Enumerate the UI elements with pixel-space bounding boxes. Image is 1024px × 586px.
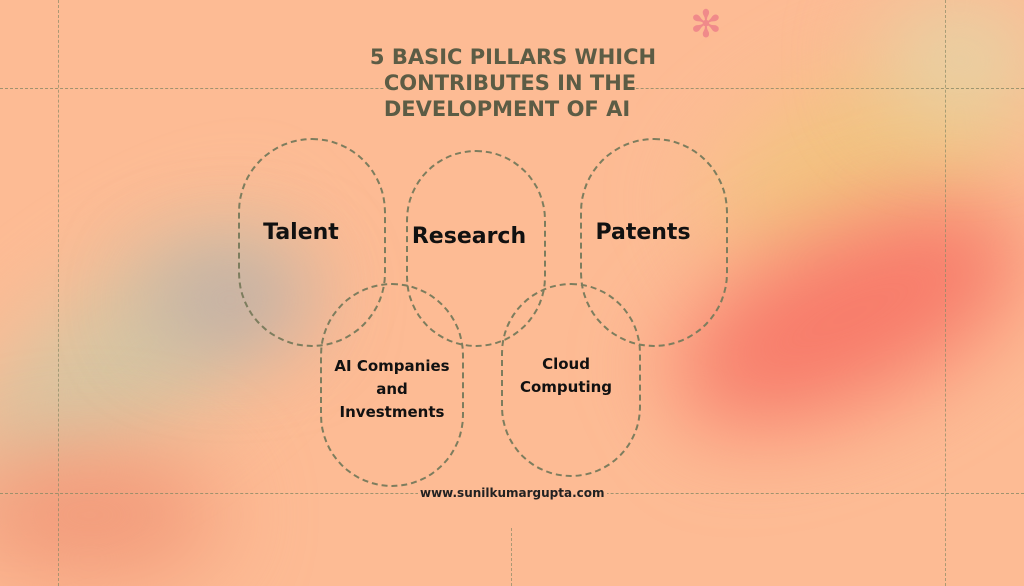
flower-icon: ✻	[690, 2, 722, 46]
pillar-ai-companies-outline	[320, 283, 464, 487]
pillar-research-outline	[406, 150, 546, 347]
bg-blob	[880, 0, 1024, 120]
pillar-talent-label: Talent	[263, 220, 339, 245]
pillar-research-label: Research	[411, 224, 527, 249]
page-title: 5 BASIC PILLARS WHICH CONTRIBUTES IN THE…	[340, 44, 680, 122]
dashed-divider	[945, 0, 946, 586]
pillar-patents-outline	[580, 138, 728, 347]
pillar-ai-companies-label: AI Companies and Investments	[334, 357, 450, 421]
pillar-cloud-outline	[501, 283, 641, 477]
pillar-talent-outline	[238, 138, 386, 347]
bg-blob	[0, 450, 220, 580]
website-link[interactable]: www.sunilkumargupta.com	[418, 486, 607, 500]
dashed-divider	[58, 0, 59, 586]
title-text: 5 BASIC PILLARS WHICH CONTRIBUTES IN THE…	[363, 45, 657, 121]
pillar-patents-label: Patents	[595, 220, 691, 245]
dashed-divider	[511, 528, 512, 586]
pillar-cloud-label: Cloud Computing	[519, 355, 613, 396]
